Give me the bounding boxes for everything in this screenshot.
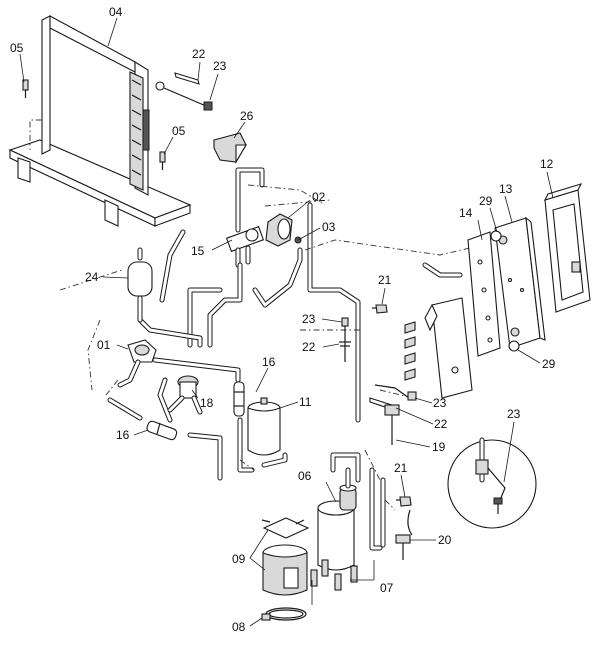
callout-22-middle: 22 bbox=[302, 340, 316, 354]
callout-04: 04 bbox=[109, 5, 123, 19]
callout-22-upper: 22 bbox=[192, 47, 206, 61]
callout-14: 14 bbox=[459, 206, 473, 220]
refrigerant-piping bbox=[107, 202, 463, 551]
gasket-29-upper bbox=[490, 230, 502, 242]
callout-08: 08 bbox=[232, 620, 246, 634]
assembly-guide-lines bbox=[59, 184, 471, 511]
screw-upper-left bbox=[22, 79, 29, 98]
callout-05-middle: 05 bbox=[172, 124, 186, 138]
valve-cover bbox=[213, 132, 247, 165]
compressor bbox=[310, 467, 358, 591]
callout-21-lower: 21 bbox=[394, 461, 408, 475]
condenser-coil bbox=[8, 15, 192, 227]
callout-16-lower: 16 bbox=[116, 428, 130, 442]
plate-heat-exchanger bbox=[494, 216, 546, 349]
sensor-22-middle bbox=[339, 341, 351, 347]
sensor-23-middle bbox=[341, 317, 349, 362]
callout-16-upper: 16 bbox=[262, 355, 276, 369]
sensor-holder-top bbox=[155, 72, 213, 111]
liquid-receiver bbox=[247, 397, 281, 456]
callout-18: 18 bbox=[200, 396, 214, 410]
callout-03: 03 bbox=[322, 220, 336, 234]
callout-labels: 04 05 22 23 05 26 02 03 15 24 21 14 29 1… bbox=[10, 5, 556, 634]
callout-26: 26 bbox=[240, 109, 254, 123]
callout-24: 24 bbox=[85, 270, 99, 284]
gasket-29-lower bbox=[508, 340, 520, 352]
callout-22-right: 22 bbox=[434, 417, 448, 431]
bolt-21-upper bbox=[372, 304, 388, 314]
callout-09: 09 bbox=[232, 552, 246, 566]
bolt-21-lower bbox=[396, 496, 412, 507]
callout-20: 20 bbox=[438, 533, 452, 547]
callout-11: 11 bbox=[299, 395, 312, 409]
callout-07-bracket bbox=[311, 560, 375, 605]
callout-29-upper: 29 bbox=[479, 194, 493, 208]
callout-23-inset: 23 bbox=[507, 407, 521, 421]
mounting-bracket bbox=[404, 297, 473, 399]
callout-06: 06 bbox=[298, 469, 312, 483]
casing-12 bbox=[543, 183, 591, 313]
leader-lines bbox=[19, 17, 554, 627]
filter-drier-upper bbox=[233, 381, 245, 417]
pressure-switch-19 bbox=[384, 404, 400, 445]
detail-inset bbox=[447, 437, 537, 529]
expansion-valve-18 bbox=[167, 375, 203, 415]
callout-12: 12 bbox=[540, 157, 554, 171]
screw-middle bbox=[159, 151, 166, 170]
accumulator-small bbox=[127, 247, 153, 323]
callout-29-lower: 29 bbox=[542, 357, 556, 371]
sensor-20 bbox=[395, 509, 413, 560]
callout-15: 15 bbox=[191, 244, 205, 258]
callout-13: 13 bbox=[499, 182, 513, 196]
sensor-23-right bbox=[374, 384, 417, 401]
callout-23-upper: 23 bbox=[213, 59, 227, 73]
bracket-14 bbox=[467, 231, 501, 357]
service-valve-01 bbox=[117, 339, 157, 388]
heater-cable bbox=[261, 607, 307, 621]
callout-21-upper: 21 bbox=[378, 273, 392, 287]
callout-02: 02 bbox=[312, 190, 326, 204]
compressor-heater bbox=[261, 517, 310, 596]
valve-coil bbox=[265, 213, 293, 247]
callout-23-right: 23 bbox=[433, 396, 447, 410]
callout-23-middle: 23 bbox=[302, 312, 316, 326]
callout-05-upper: 05 bbox=[10, 41, 24, 55]
callout-19: 19 bbox=[432, 440, 446, 454]
filter-drier-lower bbox=[146, 420, 178, 441]
callout-07: 07 bbox=[380, 581, 394, 595]
callout-01: 01 bbox=[97, 338, 111, 352]
four-way-valve bbox=[225, 167, 265, 268]
